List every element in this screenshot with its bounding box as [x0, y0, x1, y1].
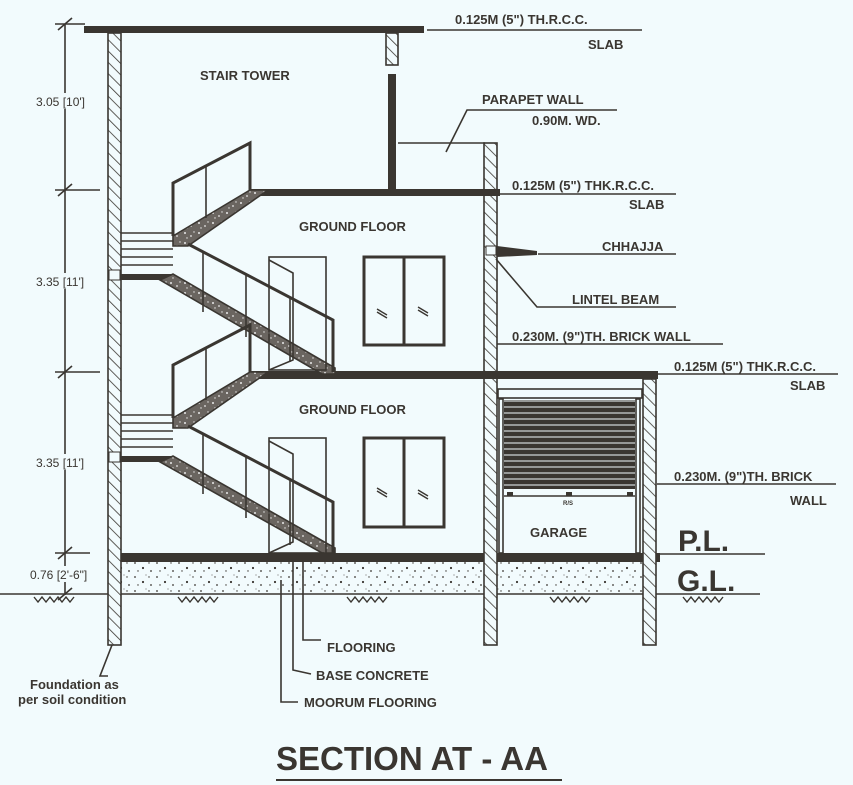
callout-chhajja: CHHAJJA [602, 239, 664, 254]
garage-wall [642, 378, 657, 646]
dim-upper-floor-height: 3.35 [11'] [36, 275, 84, 289]
chhajja [485, 245, 537, 257]
callout-brick-wall: 0.230M. (9")TH. BRICK WALL [512, 329, 691, 344]
callout-garage-wall-2: WALL [790, 493, 827, 508]
upper-window [362, 255, 446, 347]
dim-stair-tower-height: 3.05 [10'] [36, 95, 85, 109]
dimension-chain [28, 17, 100, 601]
right-wall [483, 142, 498, 646]
callout-roof-slab: 0.125M (5") THK.R.C.C. [512, 178, 654, 193]
top-slab [84, 26, 424, 33]
stair-tower-right-wall [385, 32, 399, 66]
callout-parapet-2: 0.90M. WD. [532, 113, 601, 128]
roof-slab [250, 189, 500, 196]
callout-leaders [98, 29, 838, 703]
callout-lintel-beam: LINTEL BEAM [572, 292, 659, 307]
callout-moorum-flooring: MOORUM FLOORING [304, 695, 437, 710]
callout-first-slab: 0.125M (5") THK.R.C.C. [674, 359, 816, 374]
callout-parapet: PARAPET WALL [482, 92, 584, 107]
earth-symbols [33, 595, 724, 604]
plinth-level-label: P.L. [678, 525, 729, 558]
room-label-garage: GARAGE [530, 525, 587, 540]
dim-plinth-height: 0.76 [2'-6"] [30, 568, 87, 582]
room-label-stair-tower: STAIR TOWER [200, 68, 290, 83]
left-wall [107, 32, 122, 646]
callout-base-concrete: BASE CONCRETE [316, 668, 429, 683]
stair-tower-window [388, 74, 396, 189]
callout-roof-slab-2: SLAB [629, 197, 664, 212]
callout-foundation: Foundation as [30, 677, 119, 692]
callout-top-slab: 0.125M (5") TH.R.C.C. [455, 12, 588, 27]
room-label-upper-floor: GROUND FLOOR [299, 219, 406, 234]
dim-lower-floor-height: 3.35 [11'] [36, 456, 84, 470]
room-label-lower-floor: GROUND FLOOR [299, 402, 406, 417]
upper-door [268, 256, 327, 371]
callout-top-slab-2: SLAB [588, 37, 623, 52]
callout-flooring: FLOORING [327, 640, 396, 655]
upper-stair-flights [121, 140, 336, 375]
ground-level-label: G.L. [677, 565, 735, 598]
shutter-tag: R/S [563, 501, 573, 507]
callout-garage-wall: 0.230M. (9")TH. BRICK [674, 469, 813, 484]
drawing-title: SECTION AT - AA [276, 740, 548, 777]
ground-fill [0, 553, 765, 595]
lower-window [362, 436, 446, 529]
plinth-slab [108, 553, 660, 562]
lower-door [268, 437, 327, 554]
callout-foundation-2: per soil condition [18, 692, 126, 707]
rolling-shutter [497, 388, 643, 554]
first-floor-slab [250, 371, 658, 379]
callout-first-slab-2: SLAB [790, 378, 825, 393]
lower-stair-flights [121, 322, 336, 554]
